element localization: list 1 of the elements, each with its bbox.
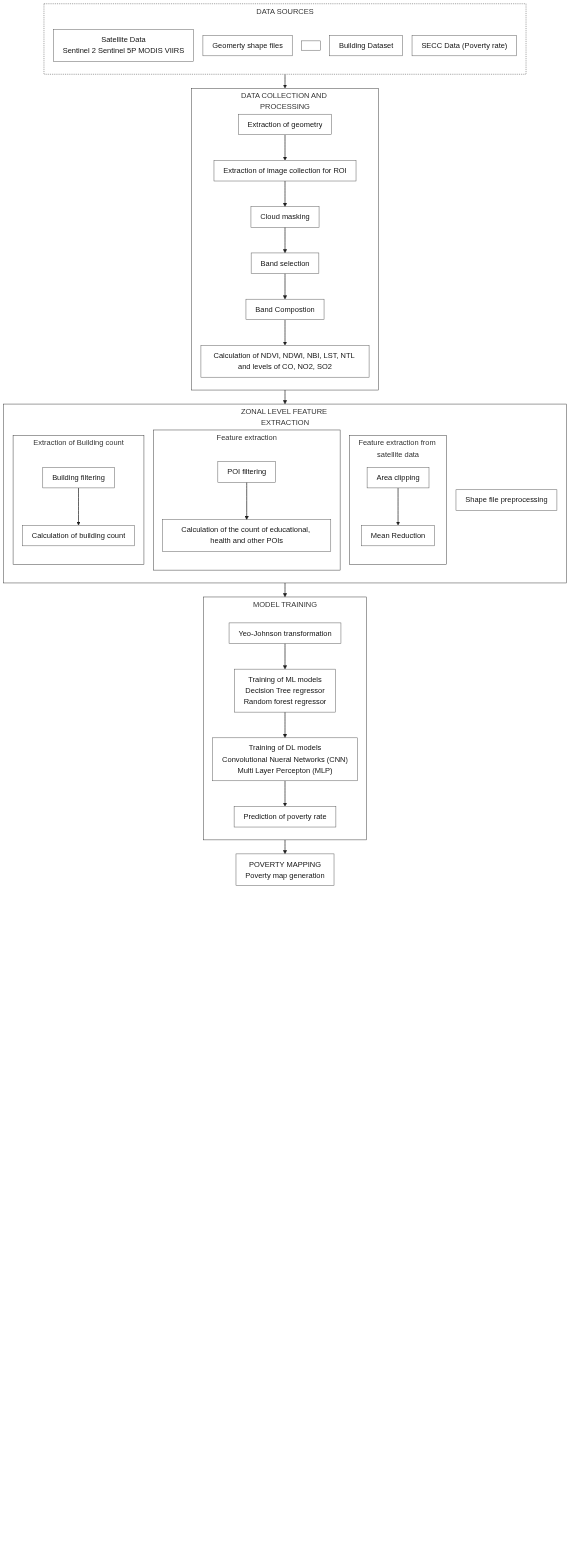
node-box	[301, 40, 321, 51]
